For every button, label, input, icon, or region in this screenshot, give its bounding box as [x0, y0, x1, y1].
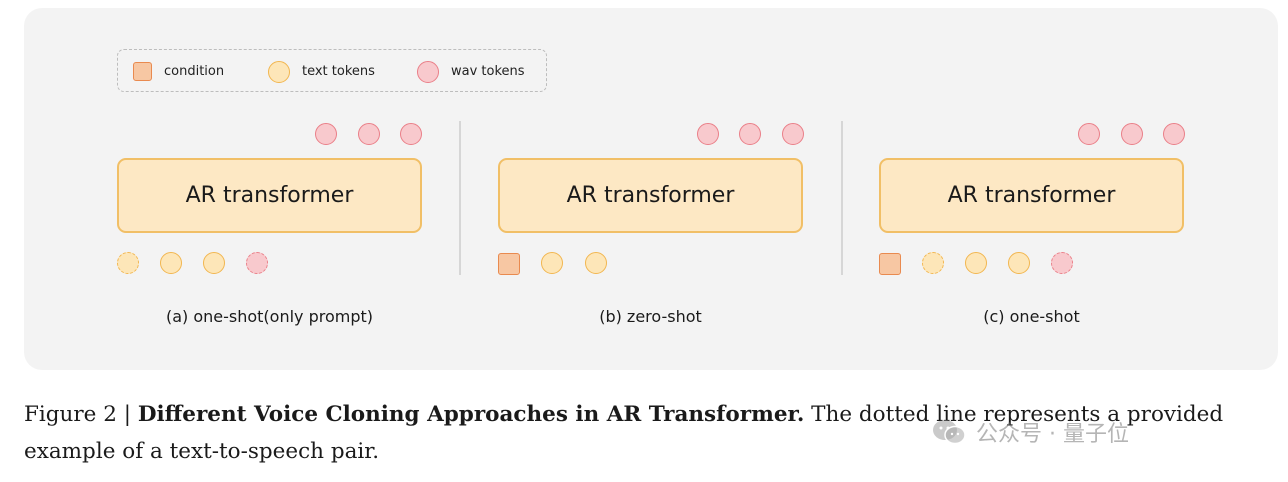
input-wav-token-dashed [1051, 252, 1073, 274]
figure-caption-title: Different Voice Cloning Approaches in AR… [137, 402, 805, 427]
figure-caption-body: The dotted line represents a provided ex… [24, 402, 1224, 464]
legend-item-text-tokens: text tokens [268, 50, 375, 93]
output-wav-token [739, 123, 761, 145]
input-condition-square [879, 253, 901, 275]
legend-condition-label: condition [164, 64, 225, 79]
input-text-token [965, 252, 987, 274]
watermark: 公众号 · 量子位 [932, 416, 1129, 448]
input-condition-square [498, 253, 520, 275]
output-wav-token [400, 123, 422, 145]
input-text-token [1008, 252, 1030, 274]
input-text-token [203, 252, 225, 274]
figure-caption: Figure 2 | Different Voice Cloning Appro… [24, 396, 1284, 470]
condition-square-icon [133, 62, 152, 81]
output-wav-token [1163, 123, 1185, 145]
input-text-token [160, 252, 182, 274]
legend-item-condition: condition [133, 50, 224, 93]
output-wav-token [315, 123, 337, 145]
output-wav-token [697, 123, 719, 145]
panel-c-caption: (c) one-shot [983, 307, 1080, 326]
ar-transformer-box-b: AR transformer [498, 158, 803, 233]
panel-divider [841, 121, 843, 275]
legend-text-tokens-label: text tokens [302, 64, 375, 79]
output-wav-token [1078, 123, 1100, 145]
panel-a-caption: (a) one-shot(only prompt) [165, 307, 374, 326]
legend-item-wav-tokens: wav tokens [417, 50, 525, 93]
input-text-token [541, 252, 563, 274]
wechat-icon [932, 419, 966, 445]
panel-b-caption: (b) zero-shot [599, 307, 702, 326]
wav-token-circle-icon [417, 60, 439, 83]
ar-transformer-box-a: AR transformer [117, 158, 422, 233]
text-token-circle-icon [268, 60, 290, 83]
ar-transformer-box-c: AR transformer [879, 158, 1184, 233]
legend: condition text tokens wav tokens [117, 49, 547, 92]
panel-divider [459, 121, 461, 275]
input-text-token-dashed [117, 252, 139, 274]
output-wav-token [358, 123, 380, 145]
watermark-text: 公众号 · 量子位 [976, 422, 1129, 447]
legend-wav-tokens-label: wav tokens [451, 64, 525, 79]
input-text-token-dashed [922, 252, 944, 274]
output-wav-token [782, 123, 804, 145]
input-wav-token-dashed [246, 252, 268, 274]
figure-caption-prefix: Figure 2 | [24, 402, 138, 427]
input-text-token [585, 252, 607, 274]
output-wav-token [1121, 123, 1143, 145]
